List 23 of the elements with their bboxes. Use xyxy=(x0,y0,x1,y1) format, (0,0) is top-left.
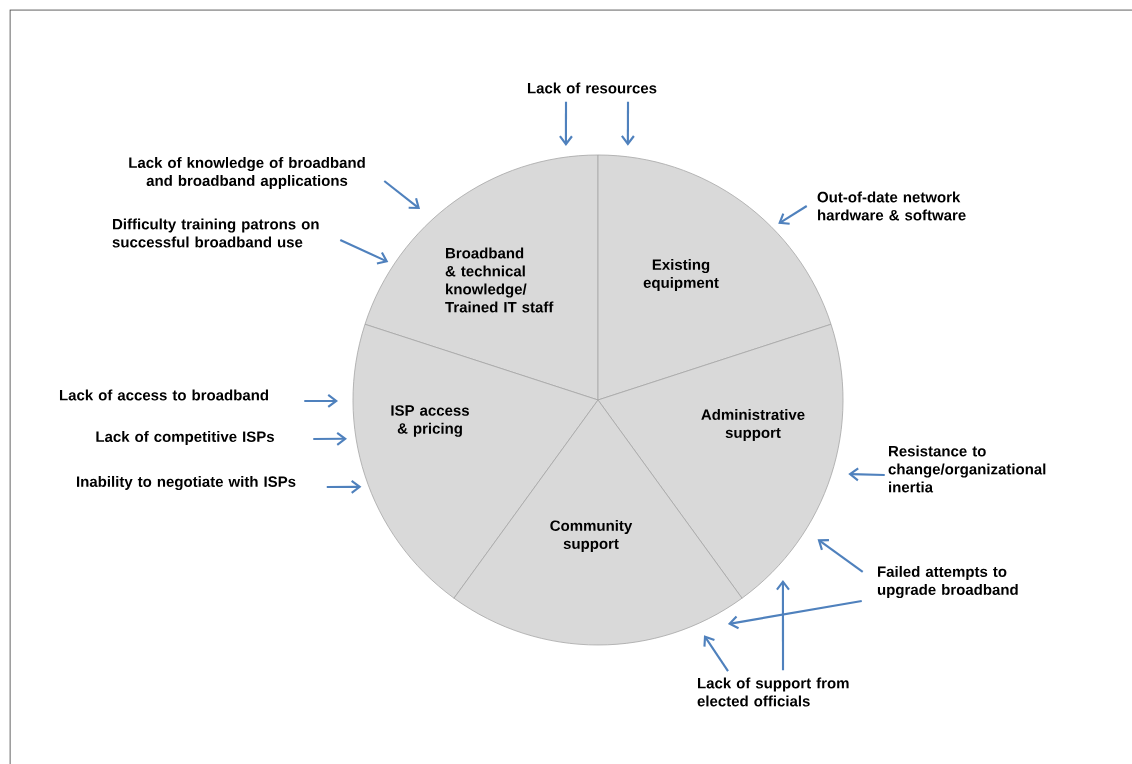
cause-label: Lack of access to broadband xyxy=(60,389,269,401)
cause-label: Inability to negotiate with ISPs xyxy=(77,475,296,490)
arrow xyxy=(559,101,573,146)
arrow xyxy=(778,205,808,225)
arrow xyxy=(817,539,864,573)
arrow xyxy=(326,480,362,494)
arrow xyxy=(703,635,729,672)
pie-slice: Broadband & technical knowledge/ Trained IT staff xyxy=(364,154,599,401)
arrow xyxy=(313,432,347,446)
cause-label: Resistance to change/organizational inertia xyxy=(888,445,1046,493)
arrow xyxy=(621,101,635,146)
arrow xyxy=(848,467,885,482)
arrow xyxy=(339,239,389,265)
cause-label: Lack of competitive ISPs xyxy=(96,431,274,445)
cause-label: Lack of knowledge of broadband and broadband applications xyxy=(129,157,365,189)
arrow xyxy=(727,599,862,630)
cause-label: Failed attempts to upgrade broadband xyxy=(877,565,1018,598)
arrow xyxy=(304,394,338,408)
cause-label: Lack of support from elected officials xyxy=(697,677,849,707)
arrow xyxy=(383,180,421,210)
cause-label: Difficulty training patrons on successful broadband use xyxy=(112,218,319,248)
arrow xyxy=(776,579,790,671)
cause-label: Lack of resources xyxy=(528,82,657,94)
